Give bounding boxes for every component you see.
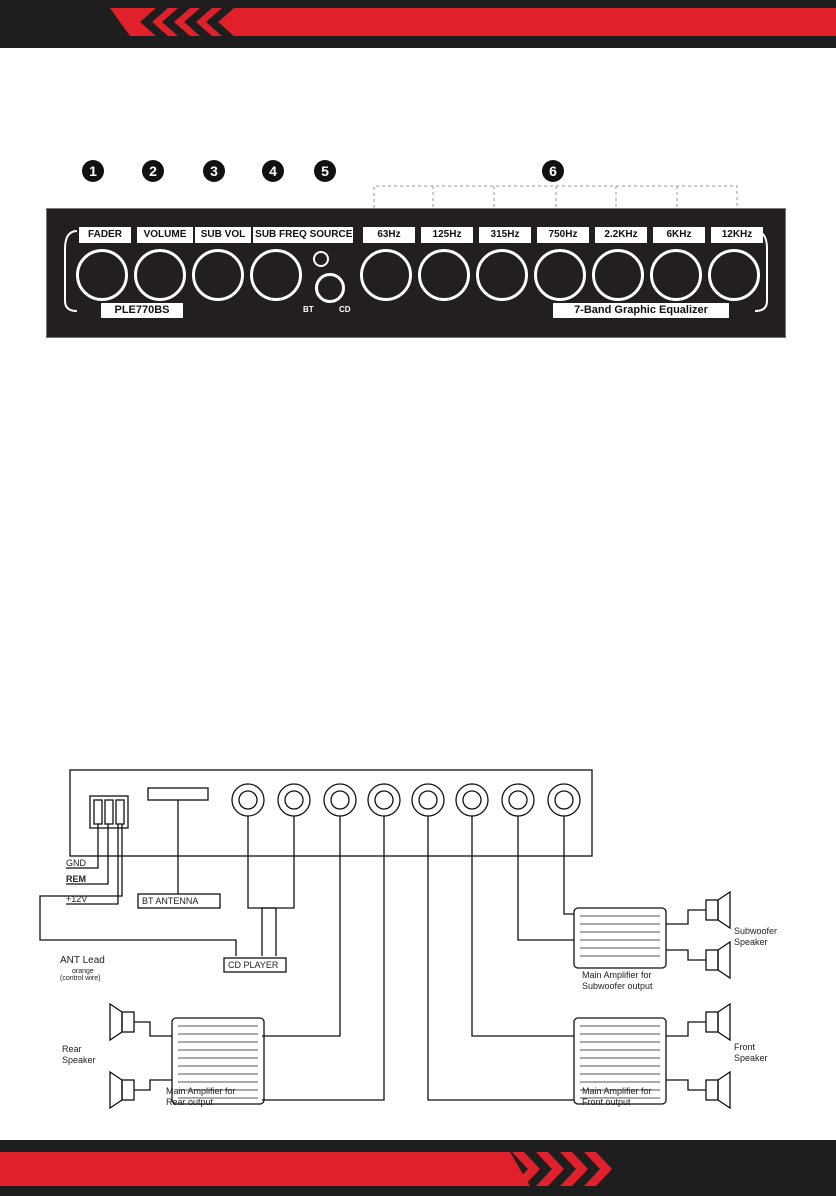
rear-amp-label-2: Rear output	[166, 1097, 214, 1107]
ant-lead-label: ANT Lead	[60, 955, 105, 966]
sub-speaker-label-2: Speaker	[734, 937, 768, 947]
bottom-footer-bar	[0, 1140, 836, 1196]
eq-12khz-knob[interactable]	[708, 249, 760, 301]
source-bt-label: BT	[303, 305, 314, 314]
callout-bracket	[373, 185, 738, 208]
eq-6khz-knob[interactable]	[650, 249, 702, 301]
wiring-lines	[39, 769, 731, 1110]
source-button[interactable]	[315, 273, 345, 303]
callout-3: 3	[203, 160, 225, 182]
label-2-2khz: 2.2KHz	[595, 227, 647, 243]
cd-player-label: CD PLAYER	[228, 960, 279, 970]
label-12khz: 12KHz	[711, 227, 763, 243]
sub-vol-knob[interactable]	[192, 249, 244, 301]
eq-title: 7-Band Graphic Equalizer	[553, 303, 729, 318]
rear-speaker-label-2: Speaker	[62, 1055, 96, 1065]
v12-label: +12V	[66, 894, 88, 904]
callout-1: 1	[82, 160, 104, 182]
model-name: PLE770BS	[101, 303, 183, 318]
label-fader: FADER	[79, 227, 131, 243]
eq-750hz-knob[interactable]	[534, 249, 586, 301]
chevron-right-icon	[512, 1152, 612, 1186]
fader-knob[interactable]	[76, 249, 128, 301]
label-sub-vol: SUB VOL	[195, 227, 251, 243]
callout-4: 4	[262, 160, 284, 182]
label-750hz: 750Hz	[537, 227, 589, 243]
front-speaker-label-1: Front	[734, 1042, 756, 1052]
source-led-icon	[313, 251, 329, 267]
top-header-bar	[0, 0, 836, 48]
rca-jacks	[231, 783, 581, 817]
front-amp-label-2: Front output	[582, 1097, 631, 1107]
eq-2-2khz-knob[interactable]	[592, 249, 644, 301]
wiring-diagram: GND REM +12V BT ANTENNA CD PLAYER ANT Le…	[0, 760, 836, 1110]
gnd-label: GND	[66, 858, 86, 868]
ant-color-label: orange	[72, 968, 94, 975]
label-63hz: 63Hz	[363, 227, 415, 243]
eq-125hz-knob[interactable]	[418, 249, 470, 301]
source-cd-label: CD	[339, 305, 351, 314]
callout-5: 5	[314, 160, 336, 182]
rem-label: REM	[66, 874, 86, 884]
label-volume: VOLUME	[137, 227, 193, 243]
front-speaker-label-2: Speaker	[734, 1053, 768, 1063]
volume-knob[interactable]	[134, 249, 186, 301]
callout-2: 2	[142, 160, 164, 182]
ant-note-label: (control wire)	[60, 975, 101, 982]
equalizer-front-panel: FADER VOLUME SUB VOL SUB FREQ SOURCE 63H…	[46, 208, 786, 338]
label-125hz: 125Hz	[421, 227, 473, 243]
label-sub-freq: SUB FREQ	[253, 227, 309, 243]
chevron-left-icon	[140, 8, 234, 36]
sub-amp-label-1: Main Amplifier for	[582, 970, 652, 980]
front-amp-label-1: Main Amplifier for	[582, 1086, 652, 1096]
sub-freq-knob[interactable]	[250, 249, 302, 301]
label-315hz: 315Hz	[479, 227, 531, 243]
rear-speaker-label-1: Rear	[62, 1044, 82, 1054]
label-6khz: 6KHz	[653, 227, 705, 243]
callout-6: 6	[542, 160, 564, 182]
rear-amp-label-1: Main Amplifier for	[166, 1086, 236, 1096]
eq-315hz-knob[interactable]	[476, 249, 528, 301]
label-source: SOURCE	[309, 227, 353, 243]
sub-amp-label-2: Subwoofer output	[582, 981, 653, 991]
sub-speaker-label-1: Subwoofer	[734, 926, 778, 936]
bt-antenna-label: BT ANTENNA	[142, 896, 199, 906]
eq-63hz-knob[interactable]	[360, 249, 412, 301]
